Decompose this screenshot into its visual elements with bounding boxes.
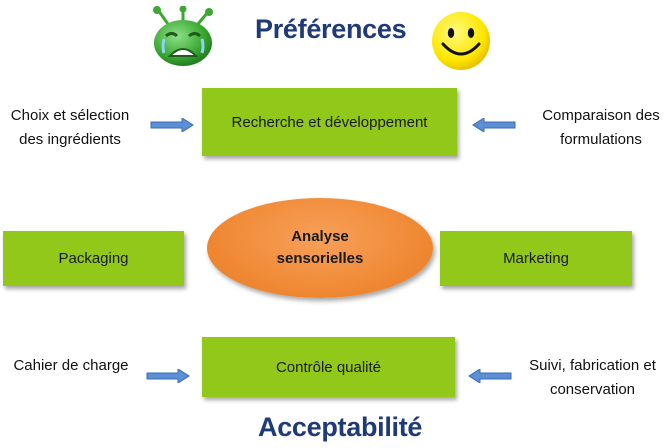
ellipse-label-line2: sensorielles xyxy=(276,250,364,267)
box-recherche-developpement: Recherche et développement xyxy=(202,88,457,156)
crying-green-alien-icon xyxy=(153,6,213,66)
label-suivi-line1: Suivi, fabrication et xyxy=(529,357,656,374)
box-controle-label: Contrôle qualité xyxy=(275,358,382,376)
box-packaging-label: Packaging xyxy=(58,250,129,267)
arrow-right-bottom xyxy=(146,369,190,383)
label-comparaison-formulations: Comparaison des formulations xyxy=(533,104,669,152)
box-packaging: Packaging xyxy=(3,231,184,286)
label-cahier-line1: Cahier de charge xyxy=(13,357,129,374)
ellipse-label-line1: Analyse xyxy=(291,228,349,245)
box-marketing-label: Marketing xyxy=(503,250,569,267)
title-preferences: Préférences xyxy=(255,14,407,44)
title-acceptabilite: Acceptabilité xyxy=(258,412,423,442)
smiley-face-icon xyxy=(432,12,490,70)
arrow-left-bottom xyxy=(468,369,512,383)
label-choix-ingredients: Choix et sélection des ingrédients xyxy=(2,104,138,152)
label-choix-line2: des ingrédients xyxy=(19,131,121,148)
label-choix-line1: Choix et sélection xyxy=(10,107,130,124)
arrow-left-top xyxy=(472,118,516,132)
box-controle-qualite: Contrôle qualité xyxy=(202,337,455,397)
box-marketing: Marketing xyxy=(440,231,632,286)
label-cahier-de-charge: Cahier de charge xyxy=(0,354,142,378)
label-suivi-line2: conservation xyxy=(549,381,636,398)
arrow-right-top xyxy=(150,118,194,132)
label-comparaison-line1: Comparaison des xyxy=(542,107,660,124)
label-comparaison-line2: formulations xyxy=(560,131,642,148)
ellipse-analyse-sensorielles: Analyse sensorielles xyxy=(207,198,433,298)
label-suivi-fabrication: Suivi, fabrication et conservation xyxy=(515,354,670,402)
box-recherche-label: Recherche et développement xyxy=(231,113,428,131)
